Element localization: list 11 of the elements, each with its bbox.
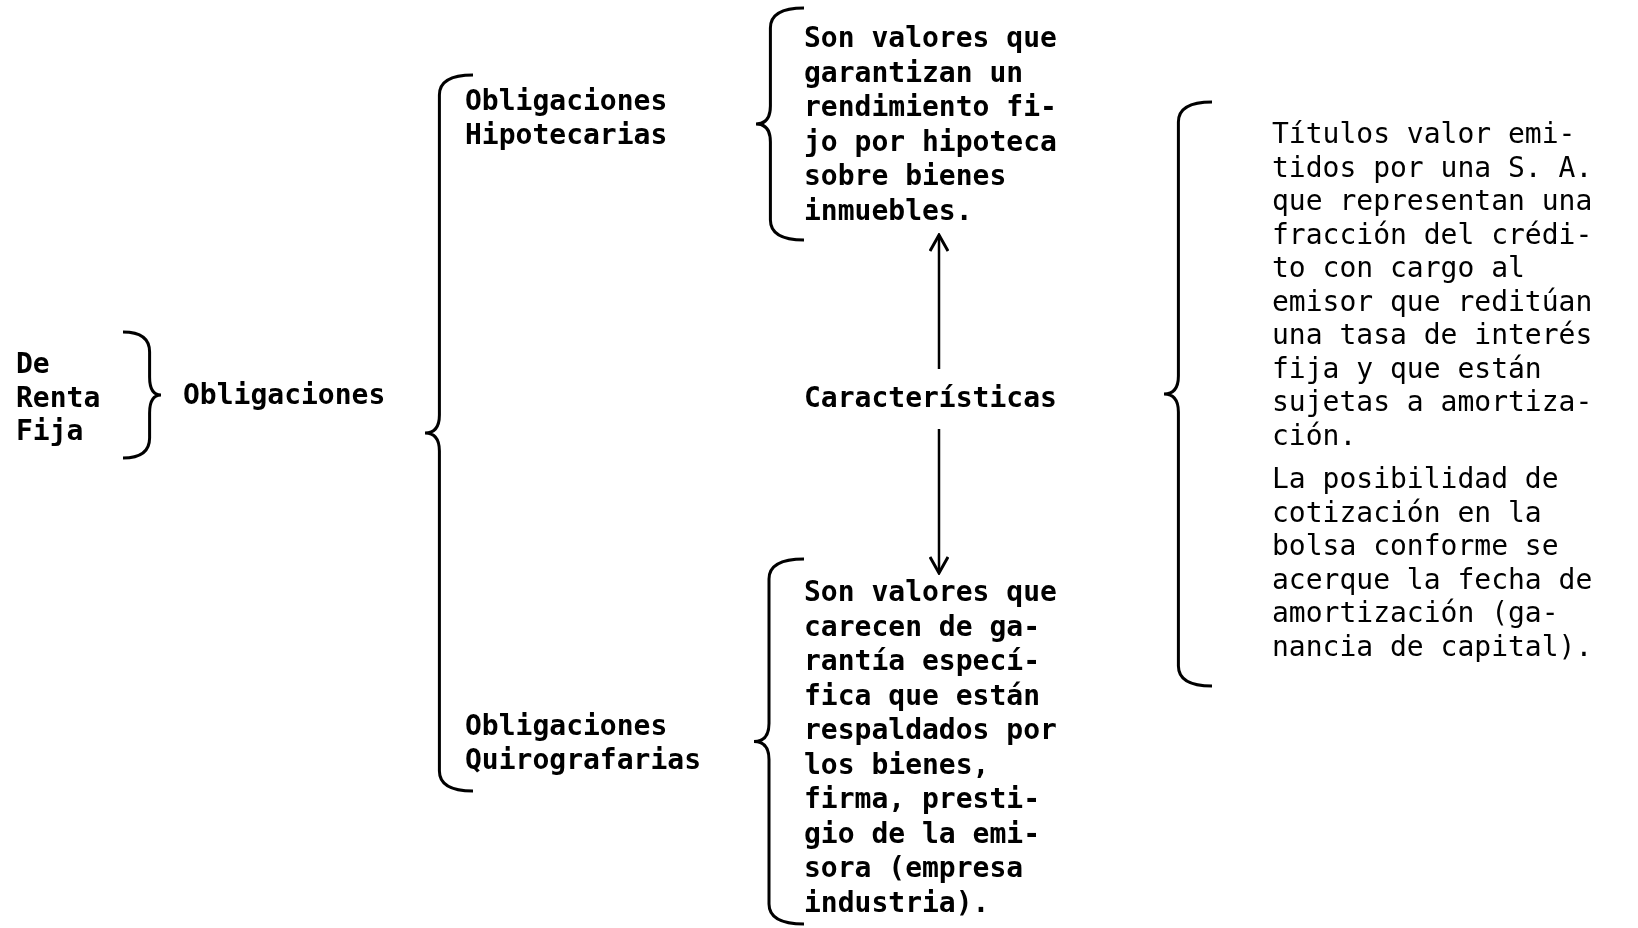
arrow xyxy=(928,233,950,369)
label-text: Obligaciones Hipotecarias xyxy=(465,84,669,151)
label-text: La posibilidad de cotización en la bolsa conforme se acerque la fecha de amortización (ga- nancia de capital). xyxy=(1272,462,1594,663)
label-text: De Renta Fija xyxy=(16,347,102,448)
description-text: Son valores que garantizan un rendimiento fi- jo por hipoteca sobre bienes inmuebles. xyxy=(804,21,1058,228)
description-text: Características xyxy=(804,381,1058,416)
label-text: Obligaciones Quirografarias xyxy=(465,709,702,776)
arrow xyxy=(928,429,950,575)
label-text: Títulos valor emi- tidos por una S. A. que representan una fracción del crédi- to con cargo al emisor que reditúan una tasa de interés fija y que están sujetas a amortiza- ción. xyxy=(1272,117,1594,452)
label-text: Obligaciones xyxy=(183,378,387,412)
description-text: Son valores que carecen de ga- rantía especí- fica que están respaldados por los bienes, firma, presti- gio de la emi- sora (empresa industria). xyxy=(804,575,1058,920)
